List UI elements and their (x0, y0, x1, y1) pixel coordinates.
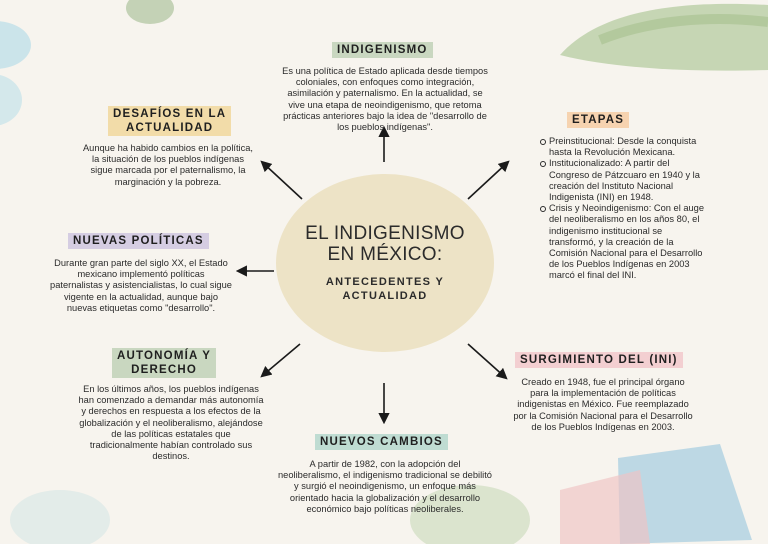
indigenismo-text: Es una política de Estado aplicada desde… (282, 66, 488, 133)
arrow-to-surgimiento (467, 343, 508, 380)
nuevas-politicas-text: Durante gran parte del siglo XX, el Esta… (50, 258, 232, 313)
desafios-label-line-1: DESAFÍOS EN LA (113, 108, 227, 120)
green-blob-top-left (126, 0, 174, 24)
autonomia-label: AUTONOMÍA Y DERECHO (112, 348, 217, 378)
central-topic: EL INDIGENISMO EN MÉXICO: ANTECEDENTES Y… (276, 174, 494, 352)
desafios-label-line-2: ACTUALIDAD (125, 122, 214, 134)
blue-blob-top-left (0, 21, 31, 69)
autonomia-label-line-1: AUTONOMÍA Y (117, 350, 212, 362)
green-brush-stroke (598, 14, 768, 45)
nuevos-cambios-label: NUEVOS CAMBIOS (315, 434, 448, 450)
pink-shape-bottom-right (560, 470, 650, 544)
etapas-item: Crisis y Neoindigenismo: Con el auge del… (540, 203, 708, 281)
etapas-item: Preinstitucional: Desde la conquista has… (540, 136, 708, 158)
surgimiento-label: SURGIMIENTO DEL (INI) (515, 352, 683, 368)
surgimiento-text: Creado en 1948, fue el principal órgano … (513, 377, 693, 432)
nuevas-politicas-label: NUEVAS POLÍTICAS (68, 233, 209, 249)
desafios-text: Aunque ha habido cambios en la política,… (82, 143, 254, 187)
blue-blob-left (0, 74, 22, 126)
central-subtitle-line-2: ACTUALIDAD (342, 290, 428, 302)
desafios-label: DESAFÍOS EN LA ACTUALIDAD (108, 106, 232, 136)
nuevos-cambios-text: A partir de 1982, con la adopción del ne… (278, 459, 492, 514)
central-subtitle-line-1: ANTECEDENTES Y (325, 276, 445, 288)
central-title-line-2: EN MÉXICO: (327, 244, 443, 265)
arrow-to-autonomia (260, 343, 301, 378)
etapas-item: Institucionalizado: A partir del Congres… (540, 158, 708, 203)
arrow-to-etapas (467, 160, 510, 200)
central-title-line-1: EL INDIGENISMO (305, 223, 465, 244)
arrow-to-desafios (260, 160, 303, 200)
teal-blob-bottom-left (10, 490, 110, 544)
indigenismo-label: INDIGENISMO (332, 42, 433, 58)
etapas-list: Preinstitucional: Desde la conquista has… (534, 136, 708, 282)
autonomia-label-line-2: DERECHO (131, 364, 198, 376)
etapas-label: ETAPAS (567, 112, 630, 128)
autonomia-text: En los últimos años, los pueblos indígen… (78, 384, 264, 462)
green-blob-bottom (410, 485, 530, 544)
blue-shape-bottom-right (618, 444, 752, 544)
